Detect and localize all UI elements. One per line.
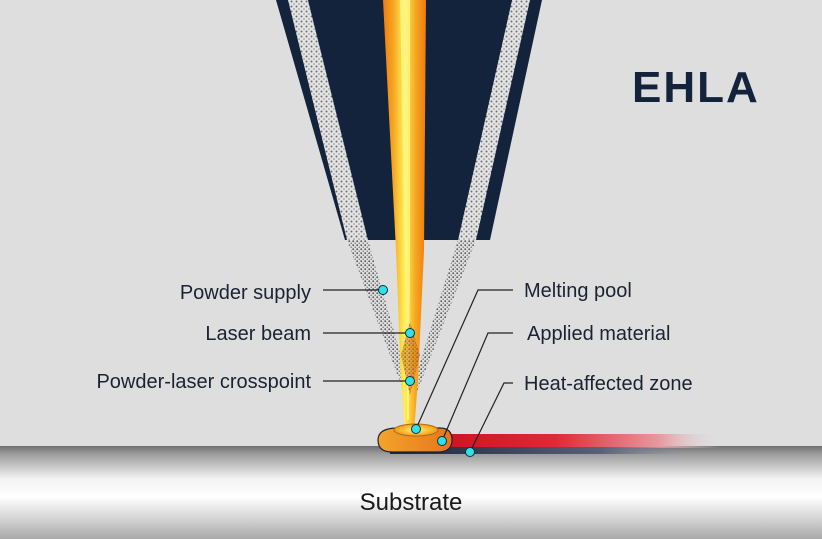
laser-core-glow [400, 0, 410, 420]
label-crosspoint: Powder-laser crosspoint [96, 371, 311, 393]
heat-affected-zone [420, 434, 720, 448]
leader-melting-pool [415, 289, 513, 430]
label-substrate: Substrate [359, 489, 463, 516]
marker-powder-supply [378, 285, 388, 295]
marker-heat-zone [465, 447, 475, 457]
substrate-block [0, 446, 822, 539]
label-melting-pool: Melting pool [524, 280, 632, 302]
powder-channel-right [458, 0, 530, 240]
powder-stream-left [347, 240, 412, 395]
marker-laser-beam [405, 328, 415, 338]
diagram-title: EHLA [632, 63, 760, 112]
marker-melting-pool [411, 424, 421, 434]
leader-applied-material [441, 332, 513, 442]
heat-zone-underside [390, 447, 690, 454]
label-laser-beam: Laser beam [205, 323, 311, 345]
crosspoint-dots [401, 322, 420, 395]
leader-heat-zone [469, 382, 513, 453]
powder-channel-left [288, 0, 368, 240]
marker-applied-material [437, 436, 447, 446]
marker-crosspoint [405, 376, 415, 386]
label-heat-zone: Heat-affected zone [524, 373, 693, 395]
label-applied-material: Applied material [527, 323, 671, 345]
label-powder-supply: Powder supply [179, 282, 311, 304]
powder-stream-right [410, 240, 476, 395]
